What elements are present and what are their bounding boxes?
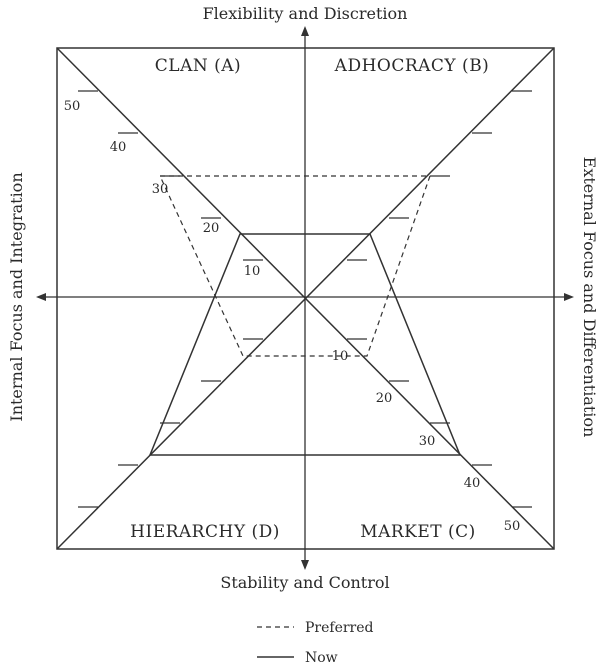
preferred-profile — [159, 175, 431, 357]
axis-label-right: External Focus and Differentiation — [580, 157, 599, 438]
quadrant-label-market: MARKET (C) — [360, 522, 476, 542]
scale-label-ul-20: 20 — [203, 221, 220, 236]
legend-now-label: Now — [305, 650, 338, 666]
axis-arrow-left-icon — [36, 293, 46, 301]
scale-label-ul-50: 50 — [64, 99, 81, 114]
axis-label-bottom: Stability and Control — [220, 573, 389, 592]
scale-label-ul-10: 10 — [244, 264, 261, 279]
axis-arrow-down-icon — [301, 560, 309, 570]
scale-label-lr-50: 50 — [504, 519, 521, 534]
quadrant-label-adhocracy: ADHOCRACY (B) — [334, 56, 490, 76]
scale-label-lr-40: 40 — [464, 476, 481, 491]
scale-label-ul-30: 30 — [152, 182, 169, 197]
scale-label-lr-10: 10 — [332, 349, 349, 364]
axis-arrow-up-icon — [301, 26, 309, 36]
scale-label-lr-30: 30 — [419, 434, 436, 449]
legend: Preferred Now — [257, 620, 374, 666]
axis-label-top: Flexibility and Discretion — [203, 4, 408, 23]
quadrant-label-clan: CLAN (A) — [155, 56, 241, 76]
now-profile — [148, 233, 462, 456]
scale-ticks — [78, 90, 532, 508]
axis-arrow-right-icon — [564, 293, 574, 301]
legend-preferred-label: Preferred — [305, 620, 374, 636]
quadrant-label-hierarchy: HIERARCHY (D) — [130, 522, 280, 542]
scale-label-ul-40: 40 — [110, 140, 127, 155]
scale-label-lr-20: 20 — [376, 391, 393, 406]
axis-label-left: Internal Focus and Integration — [7, 172, 26, 421]
